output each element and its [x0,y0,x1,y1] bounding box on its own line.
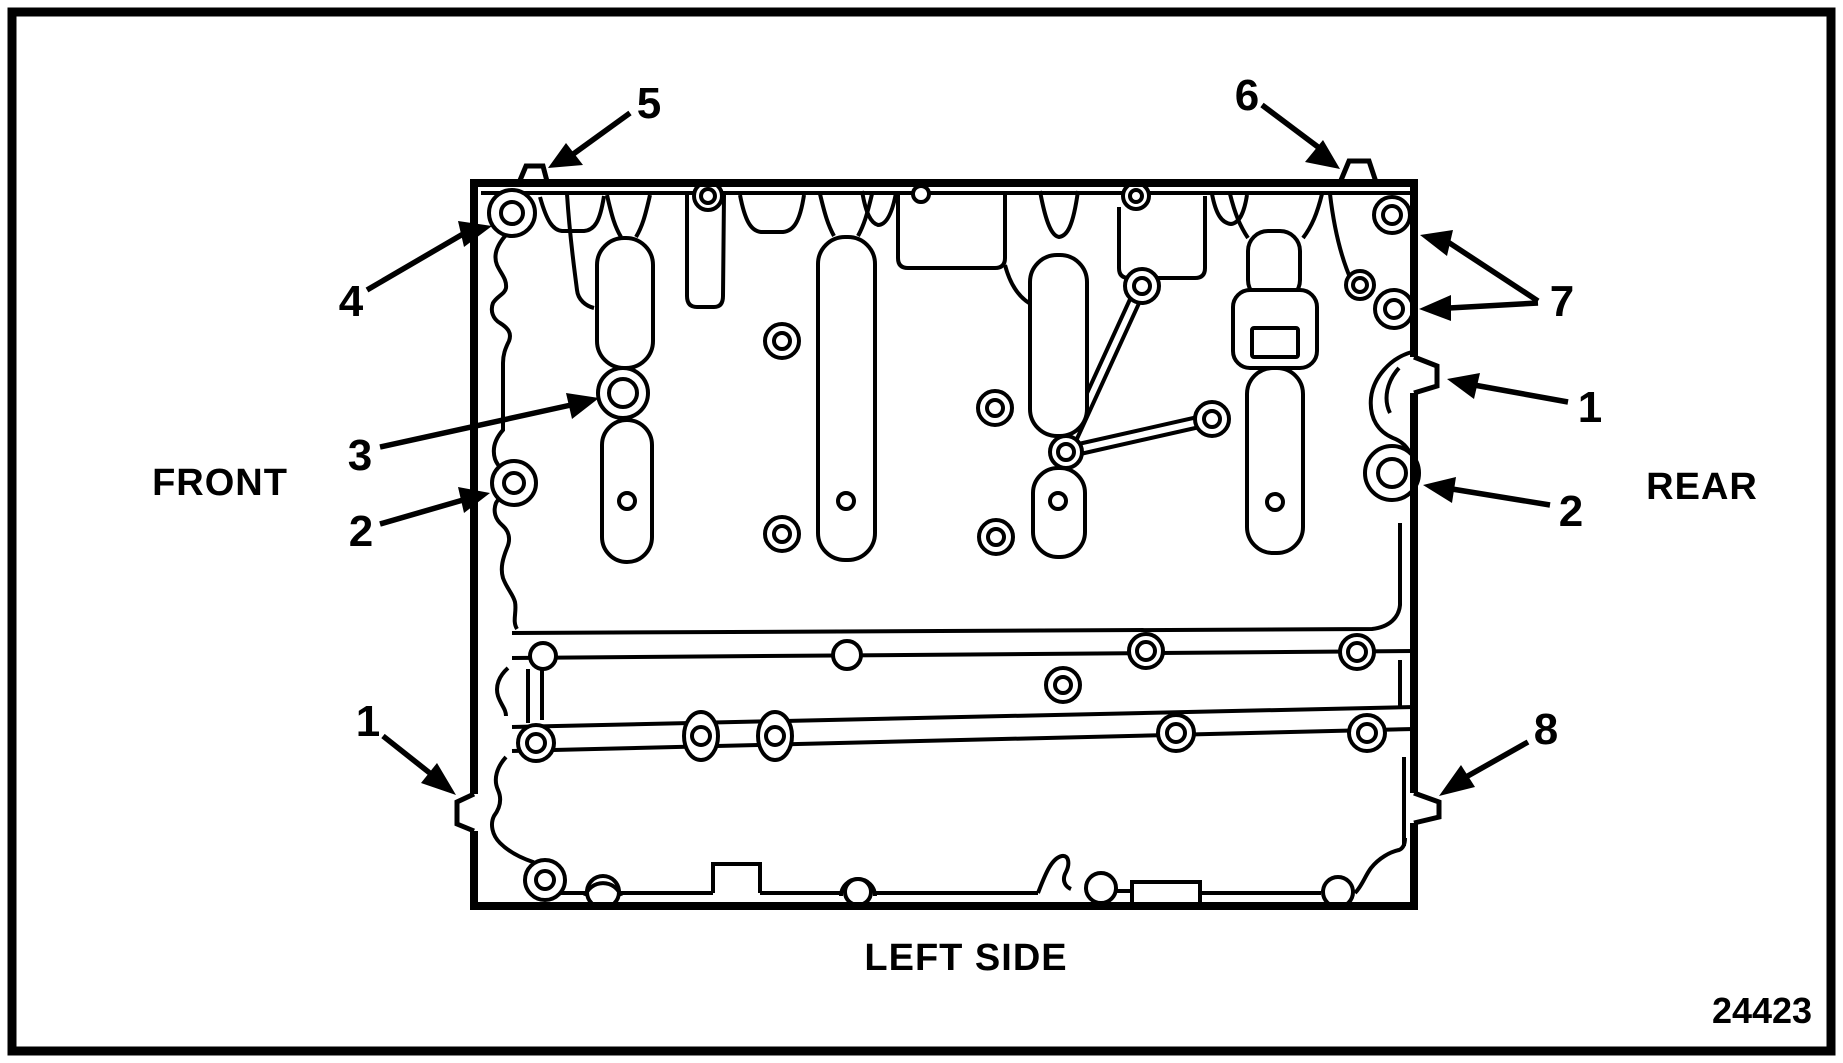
callout-arrow-1-bottom-left [381,733,456,795]
callout-arrow-8 [1439,739,1530,796]
slot-c-lower [1031,466,1087,559]
label-front: FRONT [152,462,288,504]
arrowhead [1420,230,1453,256]
callout-arrow-6 [1260,102,1340,169]
top-plateau-right [1117,196,1207,280]
arrowhead [1305,140,1340,169]
callout-number-7: 7 [1549,277,1575,326]
callout-number-1-bottom-left: 1 [355,697,381,746]
callout-arrow-2-right [1423,477,1551,508]
callout-arrow-2-left [379,487,490,527]
callout-arrow-7-lower [1419,295,1539,321]
arrowhead [1423,477,1456,503]
callout-number-3: 3 [347,431,373,480]
label-left-side: LEFT SIDE [864,937,1068,979]
notch-right-8 [1413,790,1442,826]
callout-number-4: 4 [338,277,364,326]
figure-border [7,7,1836,1056]
label-rear: REAR [1646,466,1758,508]
slot-d-lower [1245,366,1305,555]
arrowhead [458,487,490,513]
arrowhead [1419,295,1451,321]
callout-arrow-4 [365,221,492,293]
callout-number-2-left: 2 [348,507,374,556]
tie-rod-lower [1064,412,1214,459]
upper-rail-bottom-line [511,649,1415,660]
left-inner-contour [489,233,519,631]
engine-block-outline [454,179,1442,910]
callout-number-2-right: 2 [1558,487,1584,536]
notch-left-1 [454,791,476,834]
arrowhead [1447,373,1480,399]
upper-rail-top-line [511,523,1402,635]
block-interior-linework [481,190,1415,903]
figure-number: 24423 [1711,990,1813,1031]
slot-c-upper [1028,253,1089,438]
callout-arrow-7-upper [1420,230,1540,304]
lower-rail-bottom-line [511,727,1415,753]
right-pocket-contour [1368,350,1415,462]
slot-b [816,235,877,562]
arrowhead [1439,765,1475,796]
arrowhead [458,221,492,247]
bolt-holes [487,180,1421,910]
lower-rail-top-line [511,705,1415,729]
arrowhead [421,763,456,795]
arrowhead [548,143,583,168]
top-plateau-left [896,193,1007,270]
callout-arrow-5 [548,110,632,168]
callout-number-5: 5 [636,79,662,128]
slot-a-upper [595,236,655,370]
callout-number-8: 8 [1533,705,1559,754]
arrowhead [566,393,599,419]
notch-right-1 [1413,354,1440,396]
callout-arrow-1-right [1447,373,1569,405]
callout-number-1-right: 1 [1577,383,1603,432]
cylinder-bolt-slots [595,229,1319,564]
callout-arrows [365,102,1569,796]
callout-arrow-3 [379,393,599,450]
slot-d-square-port [1250,326,1300,359]
callout-number-6: 6 [1234,71,1260,120]
